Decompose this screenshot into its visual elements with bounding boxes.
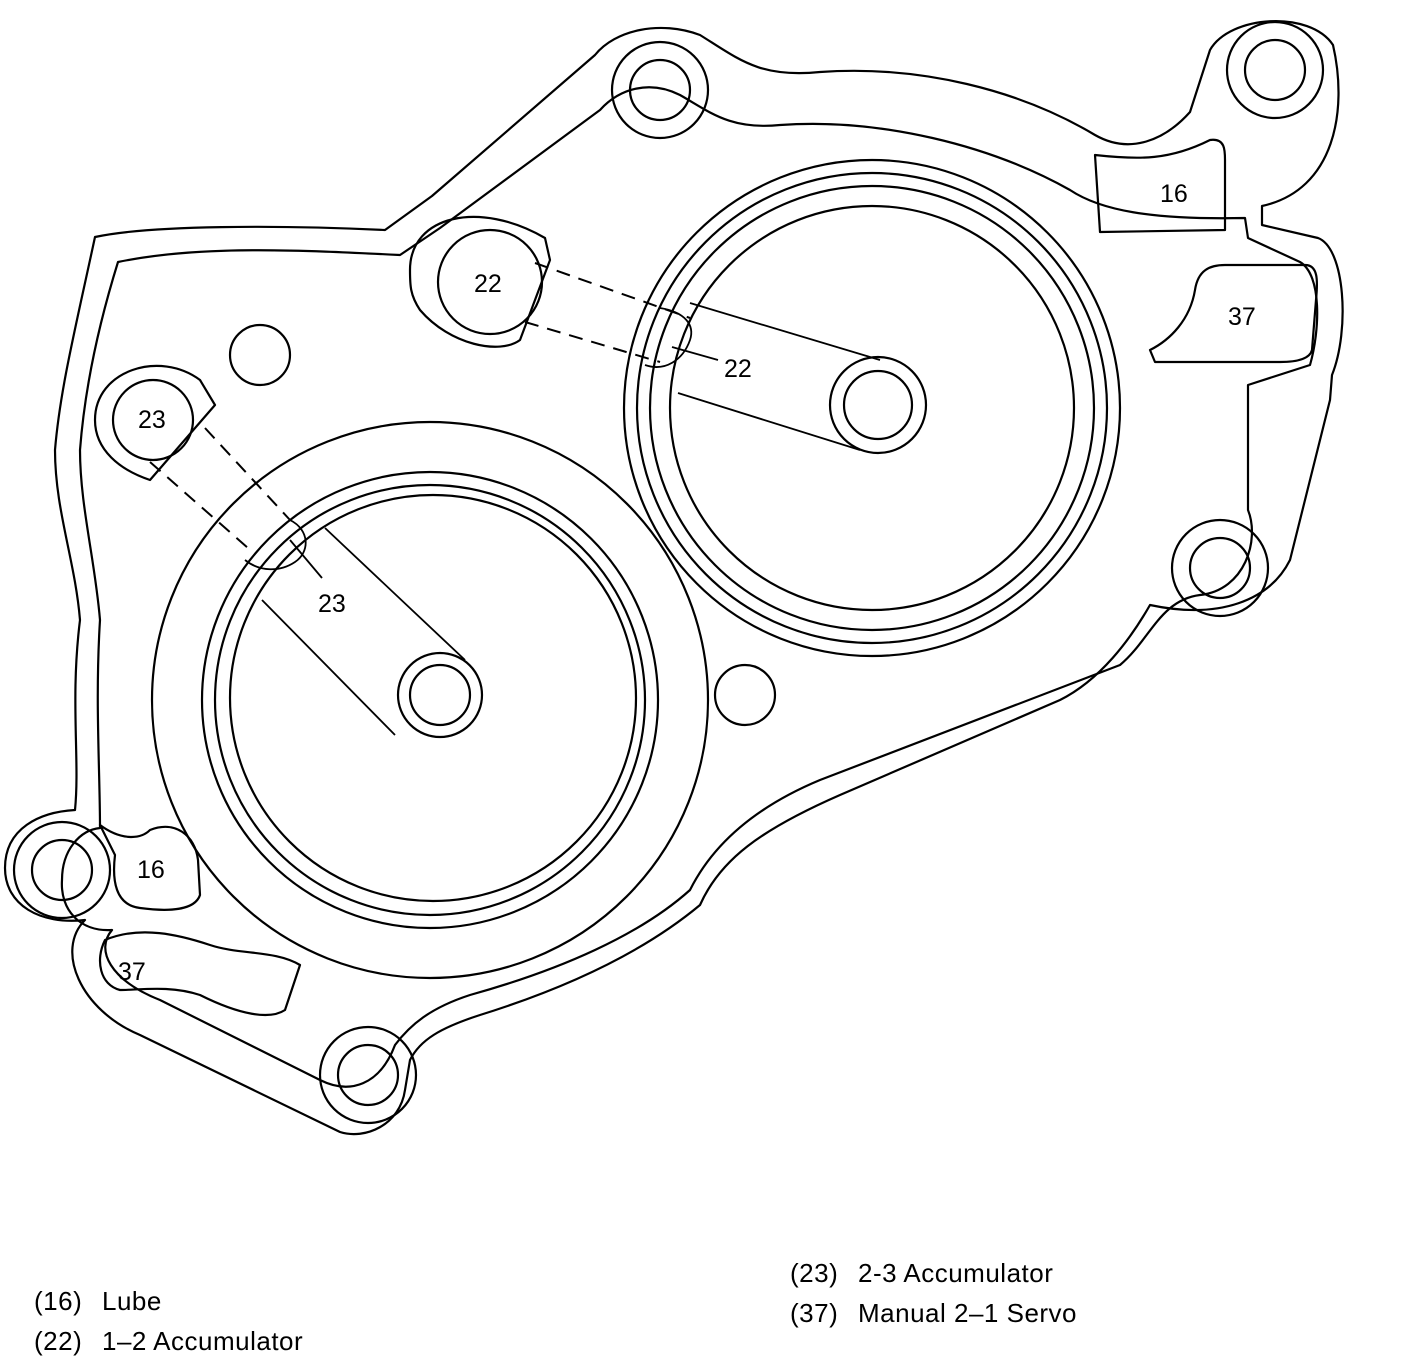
label-port-22: 22 xyxy=(474,270,502,298)
passage-23 xyxy=(149,427,291,549)
legend-item-23-accumulator: (23) 2-3 Accumulator xyxy=(790,1258,1053,1289)
leader-line-23 xyxy=(289,539,323,579)
legend-name: Lube xyxy=(102,1286,162,1316)
accumulator-23-bore xyxy=(150,420,710,980)
label-servo-bottom: 37 xyxy=(118,958,146,986)
port-22-boss xyxy=(408,215,552,348)
passage-22 xyxy=(524,262,691,363)
label-callout-22: 22 xyxy=(724,355,752,383)
legend-name: 2-3 Accumulator xyxy=(858,1258,1054,1288)
label-port-23: 23 xyxy=(138,406,166,434)
servo-channel-top xyxy=(1148,263,1319,364)
bolt-hole-top-right xyxy=(1225,20,1325,120)
lube-channel-top xyxy=(1093,138,1227,234)
label-lube-top: 16 xyxy=(1160,180,1188,208)
accumulator-12-bore xyxy=(622,158,1122,658)
bolt-hole-right xyxy=(1170,518,1270,618)
legend-code: (16) xyxy=(34,1286,83,1316)
bolt-hole-upper-left xyxy=(228,323,292,387)
legend-name: Manual 2–1 Servo xyxy=(858,1298,1078,1328)
legend-name: 1–2 Accumulator xyxy=(102,1326,304,1356)
label-callout-23: 23 xyxy=(318,590,346,618)
gasket-outer-outline xyxy=(3,20,1344,1136)
bolt-hole-bottom xyxy=(318,1025,418,1125)
label-servo-top: 37 xyxy=(1228,303,1256,331)
legend-item-manual-servo: (37) Manual 2–1 Servo xyxy=(790,1298,1077,1329)
label-lube-bottom: 16 xyxy=(137,856,165,884)
bolt-hole-left xyxy=(12,820,112,920)
lube-channel-bottom xyxy=(98,823,202,911)
legend-item-lube: (16) Lube xyxy=(34,1286,162,1317)
bolt-hole-top xyxy=(610,40,710,140)
legend-item-12-accumulator: (22) 1–2 Accumulator xyxy=(34,1326,303,1357)
legend-code: (22) xyxy=(34,1326,83,1356)
leader-line-22 xyxy=(671,346,719,361)
bolt-hole-middle xyxy=(713,663,777,727)
legend-code: (37) xyxy=(790,1298,839,1328)
servo-channel-bottom xyxy=(98,931,302,1017)
legend-code: (23) xyxy=(790,1258,839,1288)
port-23-boss xyxy=(93,364,217,482)
gasket-inner-outline xyxy=(60,86,1319,1088)
